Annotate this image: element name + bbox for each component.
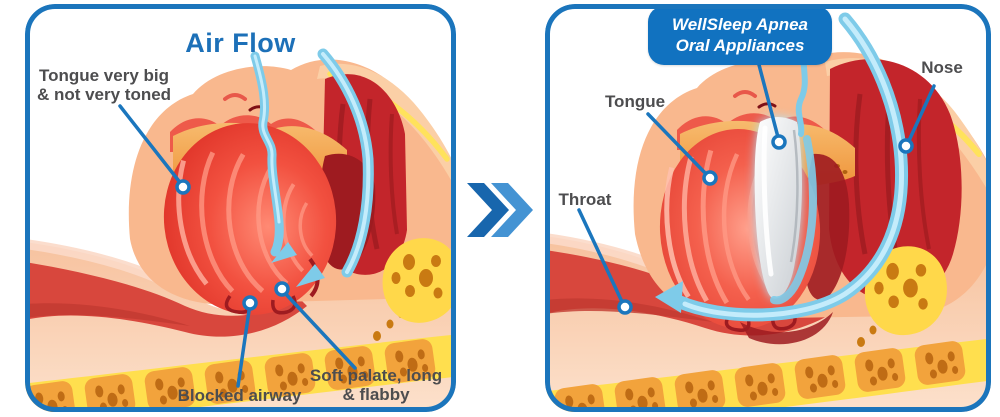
- blocked-airway-illustration: [25, 48, 456, 412]
- leader-lines: [577, 59, 936, 315]
- airflow-streams: [250, 48, 374, 287]
- label-tongue-very-big: Tongue very big & not very toned: [36, 66, 172, 105]
- mouth-floor-shadow: [740, 312, 833, 345]
- throat-muscle: [25, 262, 307, 337]
- label-tongue: Tongue: [604, 92, 666, 111]
- panel-blocked-airway: Air Flow Tongue very big & not very tone…: [25, 4, 456, 412]
- label-soft-palate: Soft palate, long & flabby: [309, 366, 443, 405]
- label-blocked-airway: Blocked airway: [177, 386, 302, 405]
- product-badge: WellSleep Apnea Oral Appliances: [648, 6, 832, 65]
- leader-lines: [118, 104, 357, 388]
- oral-appliance: [754, 117, 802, 299]
- panel-with-appliance: WellSleep Apnea Oral Appliances Tongue N…: [545, 4, 991, 412]
- airflow-title: Air Flow: [185, 28, 296, 58]
- label-nose: Nose: [921, 58, 963, 77]
- airflow-streams: [655, 12, 909, 322]
- tongue-large: [163, 123, 337, 315]
- open-airway-illustration: [545, 12, 991, 412]
- double-chevron-right-icon: [467, 183, 533, 237]
- label-throat: Throat: [558, 190, 612, 209]
- transition-arrow: [467, 183, 533, 237]
